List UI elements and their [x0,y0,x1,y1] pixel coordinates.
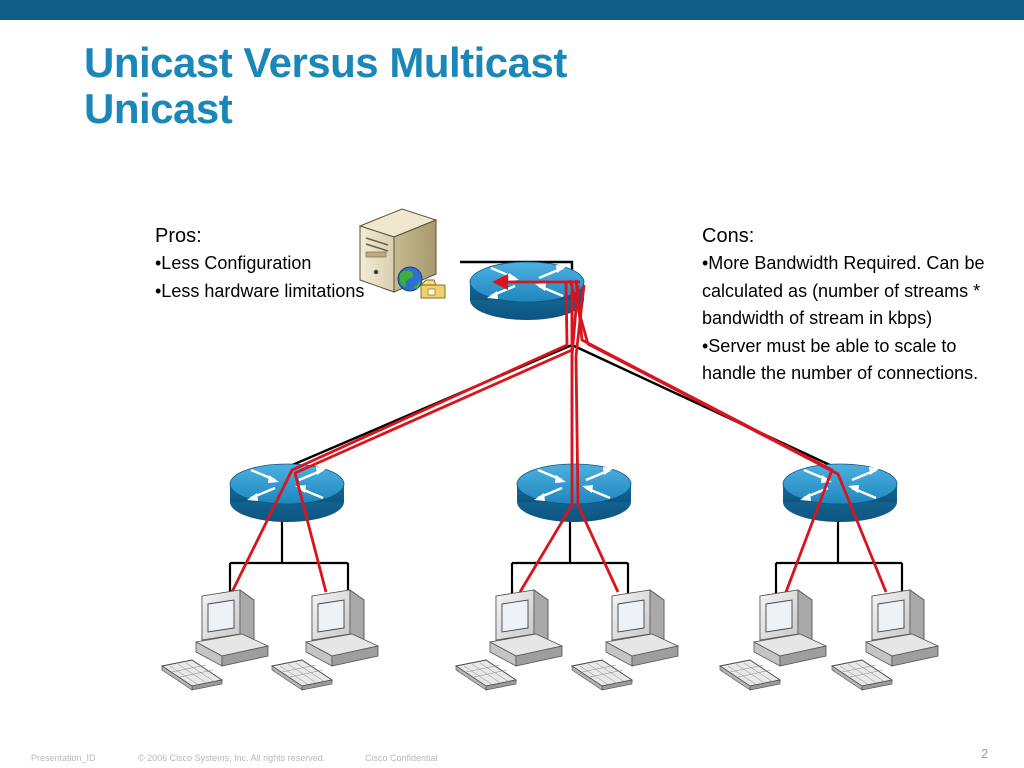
unicast-streams [230,279,888,593]
header-bar [0,0,1024,20]
cons-line: handle the number of connections. [702,363,979,383]
pros-item: •Less hardware limitations [155,280,365,301]
cons-line: bandwidth of stream in kbps) [702,308,933,328]
pros-block: Pros: •Less Configuration •Less hardware… [155,222,385,305]
host-2-icon [271,589,379,691]
edge-router-1-icon [228,462,346,524]
footer-confidential: Cisco Confidential [365,753,438,763]
slide-title: Unicast Versus Multicast Unicast [84,40,567,132]
cons-block: Cons: •More Bandwidth Required. Can be c… [702,222,1002,388]
cons-line: •More Bandwidth Required. Can be [702,253,985,273]
host-4-icon [571,589,679,691]
edge-router-3-icon [781,462,899,524]
cons-heading: Cons: [702,225,755,247]
pros-heading: Pros: [155,225,202,247]
host-1-icon [161,589,269,691]
cons-line: •Server must be able to scale to [702,335,957,356]
cons-line: calculated as (number of streams * [702,280,981,301]
edge-router-2-icon [515,462,633,524]
pros-item: •Less Configuration [155,253,312,273]
host-5-icon [719,589,827,691]
host-3-icon [455,589,563,691]
title-line-1: Unicast Versus Multicast [84,39,567,86]
footer-copyright: © 2006 Cisco Systems, Inc. All rights re… [138,753,326,763]
stream-arrowhead [492,274,508,290]
page-number: 2 [981,746,989,761]
host-6-icon [831,589,939,691]
server-icon [358,208,446,299]
footer-presentation-id: Presentation_ID [31,753,96,763]
title-line-2: Unicast [84,85,233,132]
lan-segments [228,518,904,595]
